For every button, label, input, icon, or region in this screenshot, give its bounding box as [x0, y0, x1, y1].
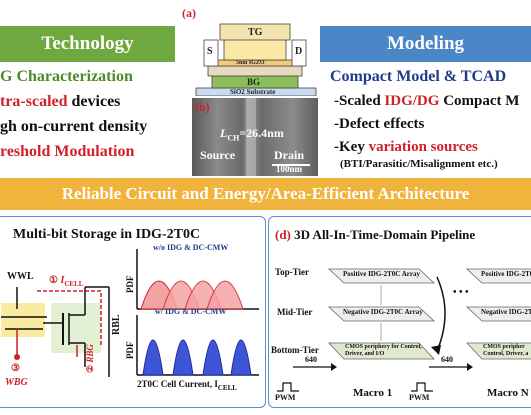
- pwm-label-n: PWM: [409, 393, 430, 402]
- wbg-num: ③: [11, 363, 20, 374]
- modeling-item-3: -Key variation sources: [334, 139, 478, 155]
- pipeline-title: (d) 3D All-In-Time-Domain Pipeline: [275, 227, 476, 242]
- tg-label: TG: [248, 27, 263, 38]
- icell-label: ① ICELL: [49, 275, 84, 288]
- architecture-banner: Reliable Circuit and Energy/Area-Efficie…: [0, 178, 531, 210]
- device-cross-section: [195, 23, 317, 96]
- wwl-label: WWL: [7, 271, 34, 282]
- macro-1-label: Macro 1: [353, 387, 393, 399]
- tech-line-2: tra-scaled devices: [0, 93, 121, 110]
- modeling-banner: Modeling: [320, 26, 531, 62]
- architecture-title: Reliable Circuit and Energy/Area-Efficie…: [61, 184, 470, 203]
- scale-label: 100nm: [276, 164, 303, 174]
- bottom-tier-label: Bottom-Tier: [271, 345, 319, 355]
- lch-label: LCH=26.4nm: [220, 126, 284, 143]
- positive-array-n: Positive IDG-2T0: [481, 270, 531, 278]
- scale-bar: [272, 164, 310, 166]
- technology-title: Technology: [41, 33, 134, 54]
- drain-contact-label: D: [295, 46, 303, 57]
- wo-idg-curves: [140, 280, 244, 310]
- pdf-axis-2: PDF: [125, 341, 135, 360]
- negative-array-1: Negative IDG-2T0C Array: [343, 308, 423, 316]
- pipeline-diagram: [277, 268, 531, 392]
- tech-line-4: reshold Modulation: [0, 143, 135, 160]
- channel-label: 5nm IGZO: [236, 60, 265, 66]
- mid-tier-label: Mid-Tier: [277, 307, 313, 317]
- pipeline-panel: (d) 3D All-In-Time-Domain Pipeline Top-T…: [268, 216, 531, 408]
- pipeline-dots: • • •: [453, 287, 469, 298]
- macro-n-label: Macro N: [487, 387, 529, 399]
- negative-array-n: Negative IDG-2T: [481, 308, 531, 316]
- substrate-label: SiO2 Substrate: [230, 88, 276, 96]
- wo-idg-label: w/o IDG & DC-CMW: [153, 243, 229, 252]
- wbg-label: WBG: [5, 377, 28, 388]
- tem-image: (b) LCH=26.4nm Source Drain 100nm: [192, 98, 318, 176]
- rbg-label: ② RBG: [85, 344, 95, 373]
- positive-array-1: Positive IDG-2T0C Array: [343, 270, 420, 278]
- source-label: Source: [200, 148, 236, 162]
- pdf-axis-1: PDF: [125, 275, 135, 294]
- top-tier-label: Top-Tier: [275, 267, 310, 277]
- technology-banner: Technology: [0, 26, 175, 62]
- w-idg-curves: [142, 339, 252, 376]
- storage-schematic: [1, 286, 110, 377]
- modeling-item-1: -Scaled IDG/DG Compact M: [334, 93, 520, 109]
- source-contact-label: S: [207, 46, 213, 57]
- modeling-item-2: -Defect effects: [334, 116, 425, 132]
- pdf-plot: [136, 249, 259, 376]
- tech-line-3: gh on-current density: [0, 118, 148, 135]
- storage-panel: Multi-bit Storage in IDG-2T0C WWL ① ICEL…: [0, 216, 266, 408]
- current-axis-label: 2T0C Cell Current, ICELL: [137, 379, 237, 392]
- modeling-note: (BTI/Parasitic/Misalignment etc.): [340, 158, 498, 170]
- modeling-heading: Compact Model & TCAD: [330, 68, 507, 85]
- storage-title: Multi-bit Storage in IDG-2T0C: [13, 227, 201, 242]
- width-640-1: 640: [305, 355, 317, 364]
- pwm-label-1: PWM: [275, 393, 296, 402]
- panel-b-label: (b): [195, 100, 210, 114]
- bg-label: BG: [247, 77, 261, 87]
- cmos-periphery-1: CMOS periphery for Control, Driver, and …: [345, 344, 422, 357]
- device-figure: (a) TG S D 5nm IGZO BG SiO2 Substrate (b…: [178, 4, 318, 176]
- tech-line-1: G Characterization: [0, 68, 133, 85]
- modeling-title: Modeling: [386, 33, 465, 54]
- panel-a-label: (a): [182, 6, 196, 20]
- w-idg-label: w/ IDG & DC-CMW: [155, 307, 227, 316]
- drain-label: Drain: [274, 148, 304, 162]
- rbl-label: RBL: [111, 314, 122, 335]
- cmos-periphery-n: CMOS peripher Control, Driver, a: [483, 344, 529, 357]
- width-640-n: 640: [441, 355, 453, 364]
